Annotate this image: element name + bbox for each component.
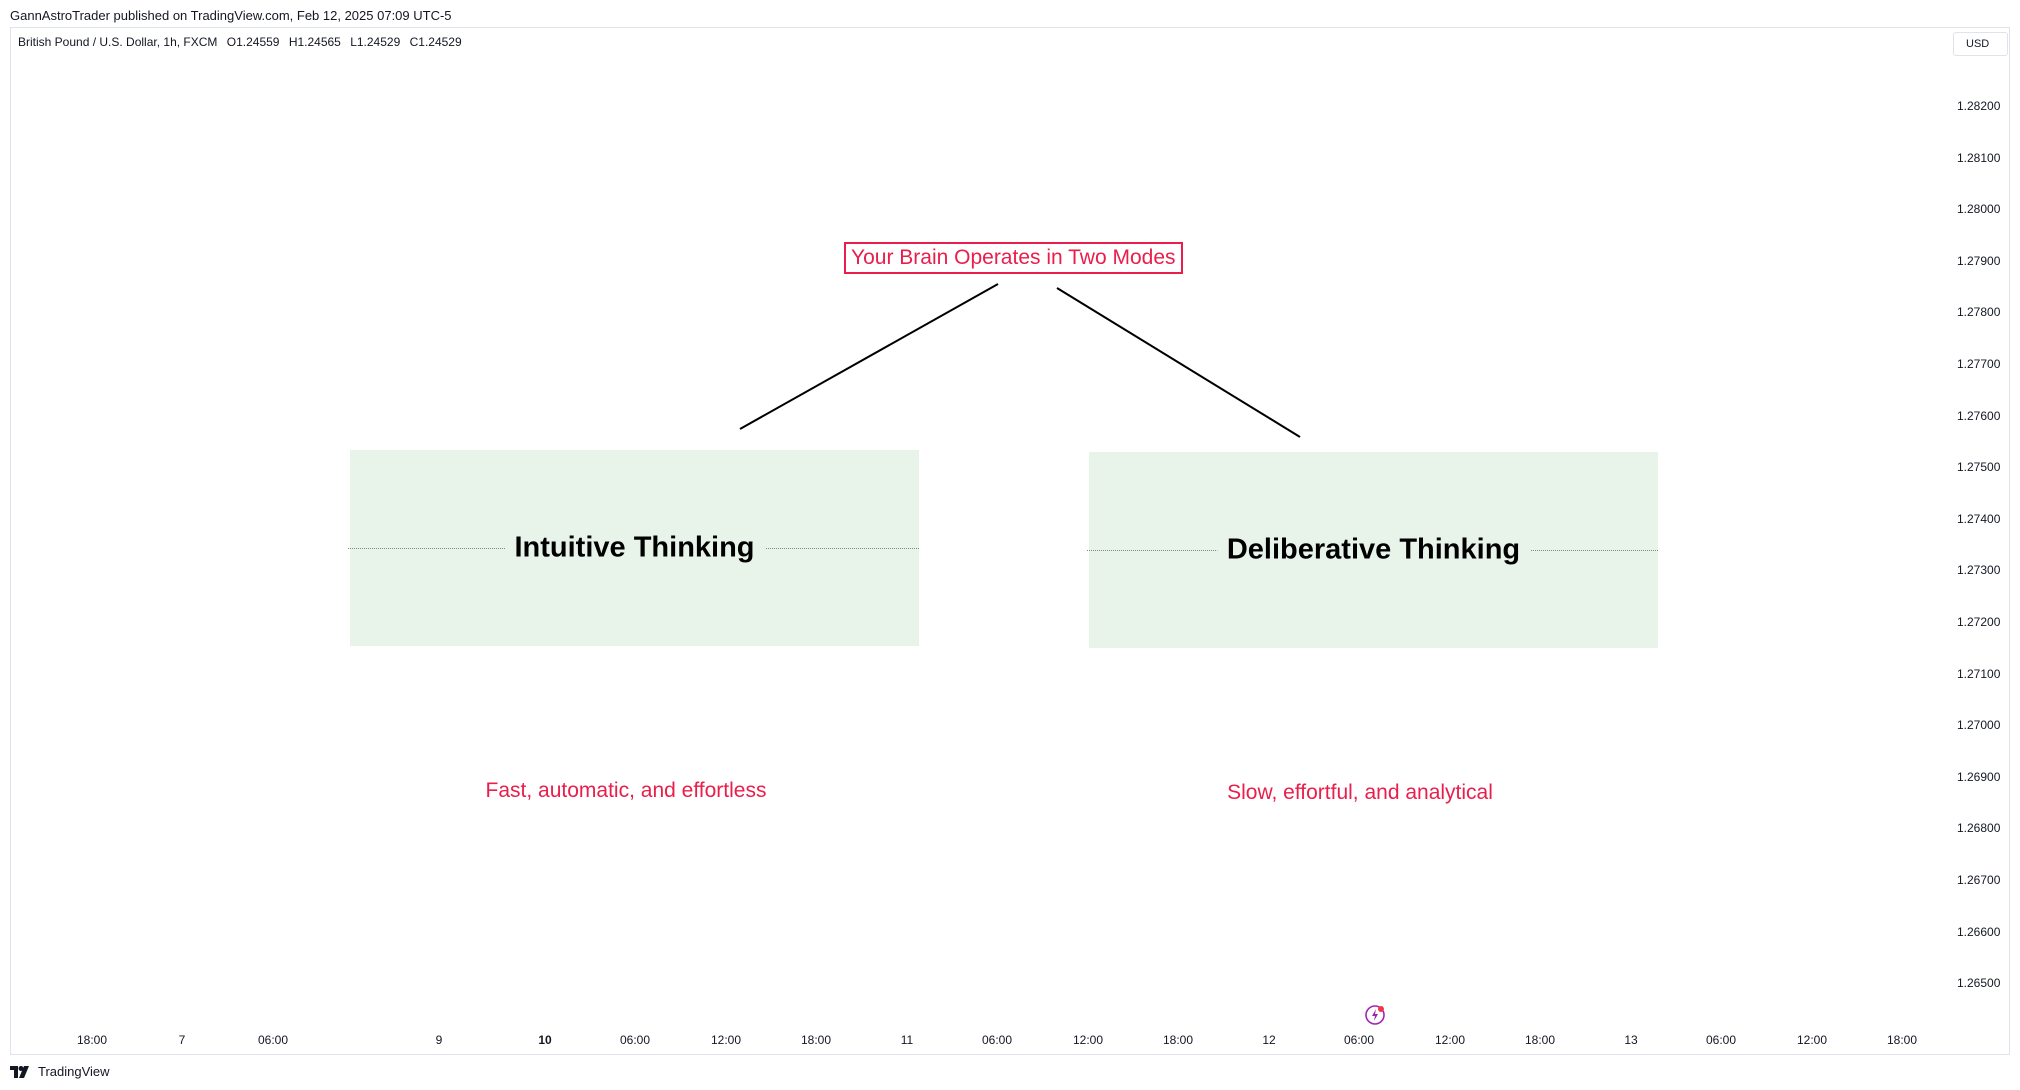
ohlc-open: O1.24559: [226, 35, 280, 49]
time-tick: 06:00: [257, 1033, 289, 1047]
time-tick: 18:00: [1162, 1033, 1194, 1047]
deliberative-label: Deliberative Thinking: [1216, 533, 1531, 567]
time-tick: 7: [178, 1033, 186, 1047]
price-tick: 1.27000: [1957, 718, 2001, 733]
price-tick: 1.27600: [1957, 408, 2001, 423]
price-tick: 1.26700: [1957, 873, 2001, 887]
tradingview-logo-icon: [10, 1065, 29, 1078]
chart-frame[interactable]: [10, 27, 2010, 1055]
deliberative-description[interactable]: Slow, effortful, and analytical: [1227, 781, 1493, 804]
footer-brand[interactable]: TradingView: [10, 1064, 110, 1079]
time-tick: 10: [538, 1033, 552, 1047]
time-tick: 12: [1262, 1033, 1276, 1047]
price-tick: 1.28000: [1957, 202, 2001, 217]
time-tick: 12:00: [1072, 1033, 1104, 1047]
time-tick: 06:00: [1343, 1033, 1375, 1047]
right-trend-line[interactable]: [1056, 287, 1301, 438]
price-tick: 1.27700: [1957, 357, 2001, 371]
ohlc-low: L1.24529: [350, 35, 401, 49]
time-tick: 18:00: [800, 1033, 832, 1047]
deliberative-box[interactable]: Deliberative Thinking: [1087, 452, 1658, 648]
price-tick: 1.27200: [1957, 615, 2001, 629]
ohlc-close: C1.24529: [409, 35, 462, 49]
price-tick: 1.26900: [1957, 769, 2001, 784]
time-tick: 06:00: [981, 1033, 1013, 1047]
price-tick: 1.27900: [1957, 253, 2001, 268]
time-tick: 06:00: [1705, 1033, 1737, 1047]
intuitive-label: Intuitive Thinking: [504, 531, 765, 565]
time-tick: 12:00: [710, 1033, 742, 1047]
price-tick: 1.27500: [1957, 460, 2001, 475]
time-tick: 12:00: [1434, 1033, 1466, 1047]
time-tick: 18:00: [76, 1033, 108, 1047]
left-trend-line[interactable]: [739, 283, 999, 430]
currency-button[interactable]: USD: [1953, 32, 2008, 56]
price-tick: 1.26600: [1957, 924, 2001, 939]
time-tick: 12:00: [1796, 1033, 1828, 1047]
price-tick: 1.27400: [1957, 511, 2001, 526]
symbol-name: British Pound / U.S. Dollar, 1h, FXCM: [18, 35, 218, 49]
intuitive-description[interactable]: Fast, automatic, and effortless: [485, 779, 767, 802]
price-tick: 1.27800: [1957, 305, 2001, 320]
time-tick: 18:00: [1886, 1033, 1918, 1047]
price-tick: 1.28100: [1957, 150, 2001, 165]
time-tick: 9: [435, 1033, 443, 1047]
price-tick: 1.26500: [1957, 976, 2001, 991]
events-icon[interactable]: [1364, 1004, 1386, 1026]
time-tick: 06:00: [619, 1033, 651, 1047]
price-tick: 1.26800: [1957, 821, 2001, 836]
time-tick: 11: [900, 1033, 914, 1047]
price-tick: 1.27100: [1957, 666, 2001, 681]
intuitive-box[interactable]: Intuitive Thinking: [348, 450, 919, 646]
ohlc-high: H1.24565: [288, 35, 341, 49]
time-tick: 18:00: [1524, 1033, 1556, 1047]
publish-header: GannAstroTrader published on TradingView…: [10, 8, 452, 23]
price-tick: 1.28200: [1957, 99, 2001, 113]
title-annotation[interactable]: Your Brain Operates in Two Modes: [844, 242, 1183, 274]
price-tick: 1.27300: [1957, 563, 2001, 578]
symbol-legend: British Pound / U.S. Dollar, 1h, FXCM O1…: [18, 35, 468, 49]
time-tick: 13: [1624, 1033, 1638, 1047]
tradingview-brand: TradingView: [38, 1064, 110, 1079]
